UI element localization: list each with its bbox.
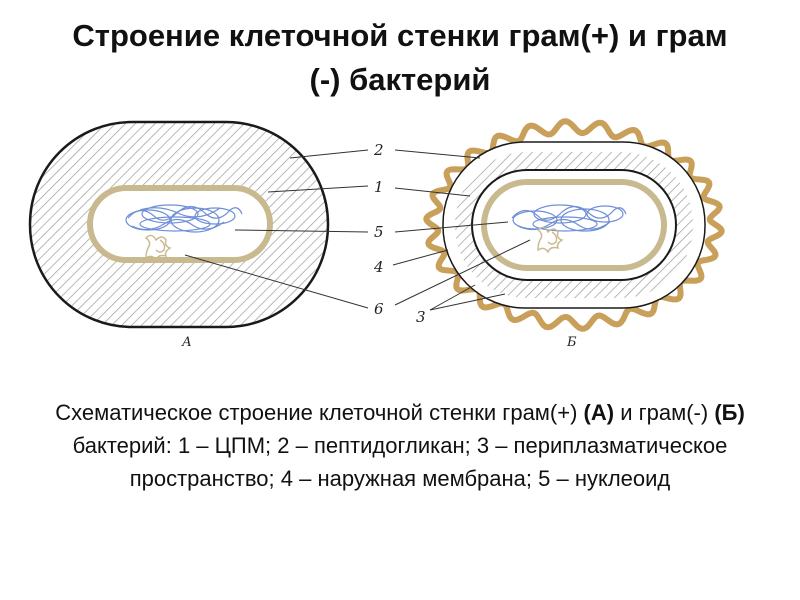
panel-label-b: Б — [566, 335, 577, 350]
figure-caption: Схематическое строение клеточной стенки … — [20, 396, 780, 495]
cell-wall-diagram: 2 1 5 4 6 3 А Б — [28, 118, 725, 350]
cytoplasmic-membrane-a — [87, 185, 273, 263]
label-6: 6 — [374, 300, 384, 318]
label-5: 5 — [374, 223, 384, 241]
panel-label-a: А — [181, 335, 192, 350]
caption-part-1: Схематическое строение клеточной стенки … — [55, 400, 584, 425]
label-4: 4 — [373, 258, 384, 276]
title-line-1: Строение клеточной стенки грам(+) и грам — [72, 18, 728, 53]
label-3: 3 — [416, 308, 426, 326]
cell-a-gram-positive — [28, 120, 330, 329]
nucleoid-a — [125, 204, 243, 233]
caption-part-2: и грам(-) — [614, 400, 715, 425]
caption-b-bold: (Б) — [714, 400, 745, 425]
plasmid-b — [536, 226, 564, 254]
label-2: 2 — [373, 141, 384, 159]
plasmid-a — [144, 234, 172, 262]
caption-a-bold: (А) — [583, 400, 615, 425]
cytoplasm-a — [90, 188, 270, 260]
cell-b-gram-negative — [423, 118, 725, 332]
caption-part-3: бактерий: 1 – ЦПМ; 2 – пептидогликан; 3 … — [72, 433, 728, 491]
label-1: 1 — [374, 178, 384, 196]
cytoplasmic-membrane-b — [481, 179, 667, 271]
title-line-2: (-) бактерий — [309, 62, 491, 97]
nucleoid-b — [511, 204, 627, 232]
page-title: Строение клеточной стенки грам(+) и грам… — [20, 14, 780, 102]
leader-lines — [184, 149, 531, 311]
